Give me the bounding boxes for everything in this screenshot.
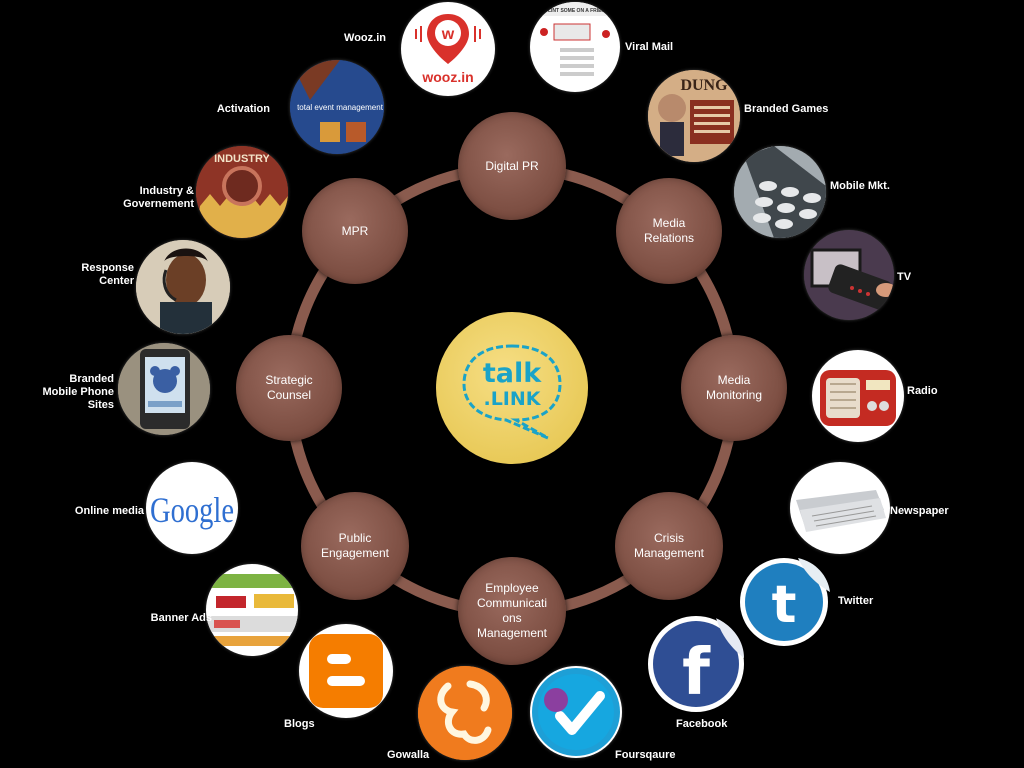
gowalla-icon <box>418 666 512 760</box>
label-line: Activation <box>216 103 270 115</box>
label-line: TV <box>897 271 912 283</box>
label-line: Viral Mail <box>625 41 674 53</box>
service-label: Employee <box>485 581 539 595</box>
label-line: Response <box>81 262 134 274</box>
channel-label-foursquare: Foursqaure <box>615 749 676 762</box>
channel-label-mobile-mkt: Mobile Mkt. <box>830 180 890 193</box>
foursquare-icon <box>530 666 622 758</box>
center-logo-line2: .LINK <box>483 388 541 410</box>
channel-label-gowalla: Gowalla <box>387 749 429 762</box>
service-label: Management <box>633 546 705 560</box>
woozin-image-text: wooz.in <box>421 69 473 85</box>
radio-icon <box>812 350 904 442</box>
activation-image-text: total event management <box>297 103 384 112</box>
channel-label-response-center: Response Center <box>60 262 134 288</box>
channel-label-tv: TV <box>897 271 911 284</box>
banner-ads-icon <box>206 564 298 656</box>
label-line: Twitter <box>838 595 874 607</box>
channel-label-branded-games: Branded Games <box>744 103 828 116</box>
channel-label-twitter: Twitter <box>838 595 873 608</box>
industry-image-text: INDUSTRY <box>214 153 270 165</box>
service-label: Counsel <box>266 388 311 402</box>
service-label: Public <box>338 531 372 545</box>
label-line: Radio <box>907 385 938 397</box>
service-label: Relations <box>643 231 695 245</box>
service-label: Monitoring <box>705 388 763 402</box>
service-label: Crisis <box>653 531 684 545</box>
event-management-icon: total event management <box>290 60 384 154</box>
service-label: MPR <box>341 223 369 238</box>
branded-game-icon: DUNG <box>648 70 740 162</box>
channel-label-newspaper: Newspaper <box>890 505 949 518</box>
call-center-agent-icon <box>136 240 230 334</box>
channel-label-facebook: Facebook <box>676 718 727 731</box>
tv-remote-icon <box>804 230 894 320</box>
service-label: Media <box>652 216 686 230</box>
channel-label-branded-mobile-sites: Branded Mobile Phone Sites <box>20 373 115 412</box>
label-line: Industry & <box>139 185 194 197</box>
service-label: Management <box>476 626 548 640</box>
google-image-text: Google <box>150 490 234 530</box>
label-line: Center <box>99 275 134 287</box>
label-line: Blogs <box>284 718 315 730</box>
channel-label-online-media: Online media <box>50 505 144 518</box>
label-line: Branded <box>69 373 114 385</box>
woozin-logo-icon: w wooz.in <box>401 2 495 96</box>
label-line: Gowalla <box>387 749 430 761</box>
service-label: ons <box>502 611 522 625</box>
channel-label-blogs: Blogs <box>284 718 315 731</box>
viral-mail-image-text: SPLINT SOME ON A FRIEND <box>541 8 609 14</box>
viral-mail-form-icon: SPLINT SOME ON A FRIEND <box>530 2 620 92</box>
label-line: Facebook <box>676 718 728 730</box>
industry-icon: INDUSTRY <box>196 146 288 238</box>
channel-label-woozin: Wooz.in <box>330 32 386 45</box>
newspaper-icon <box>790 462 890 554</box>
service-label: Media <box>717 373 751 387</box>
twitter-icon: t <box>736 552 836 648</box>
google-icon: Google <box>146 462 238 554</box>
channel-label-viral-mail: Viral Mail <box>625 41 673 54</box>
speech-bubble-icon <box>462 344 562 440</box>
label-line: Branded Games <box>744 103 829 115</box>
service-label: Digital PR <box>485 158 539 173</box>
mobile-site-icon <box>118 343 210 435</box>
label-line: Sites <box>87 399 114 411</box>
label-line: Banner Ads <box>150 612 212 624</box>
channel-label-radio: Radio <box>907 385 938 398</box>
center-logo: talk .LINK <box>436 312 588 464</box>
service-node-mpr: MPR <box>302 178 408 284</box>
phone-keypad-icon <box>734 146 826 238</box>
label-line: Mobile Phone <box>42 386 115 398</box>
label-line: Mobile Mkt. <box>830 180 890 192</box>
svg-text:w: w <box>441 26 455 43</box>
blogger-icon <box>299 624 393 718</box>
service-label: Strategic <box>265 373 313 387</box>
channel-label-banner-ads: Banner Ads <box>130 612 212 625</box>
label-line: Governement <box>123 198 194 210</box>
label-line: Wooz.in <box>344 32 386 44</box>
service-node-digital-pr: Digital PR <box>458 112 566 220</box>
service-label: Communicati <box>476 596 547 610</box>
branded-games-image-text: DUNG <box>680 77 728 94</box>
label-line: Newspaper <box>890 505 949 517</box>
label-line: Foursqaure <box>615 749 676 761</box>
channel-label-activation: Activation <box>200 103 270 116</box>
facebook-icon: f <box>646 614 746 714</box>
svg-text:f: f <box>682 636 711 710</box>
svg-text:t: t <box>772 575 797 635</box>
label-line: Online media <box>74 505 144 517</box>
center-logo-line1: talk <box>482 358 542 389</box>
channel-label-industry-government: Industry & Governement <box>100 185 194 211</box>
service-label: Engagement <box>320 546 390 560</box>
